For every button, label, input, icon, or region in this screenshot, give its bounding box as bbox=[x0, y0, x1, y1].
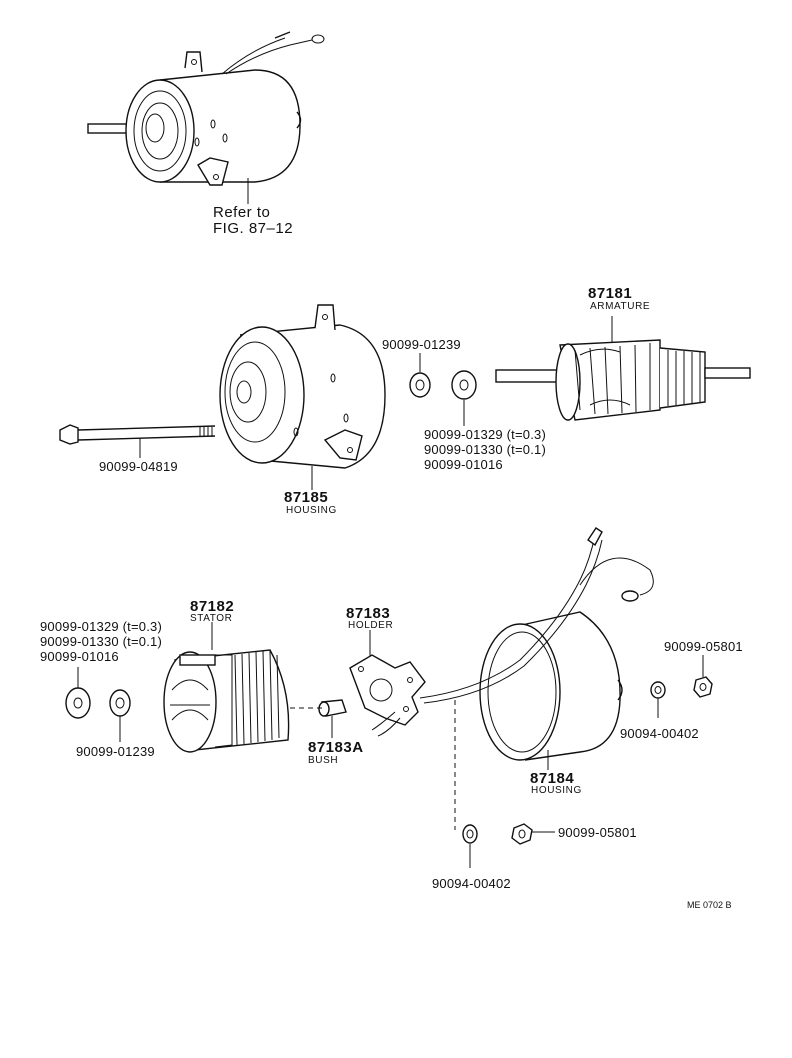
washer-left-a-line-1: 90099-01329 (t=0.3) bbox=[40, 619, 162, 634]
washers-top-drawing bbox=[409, 353, 477, 426]
washer-top-b-line-1: 90099-01329 (t=0.3) bbox=[424, 427, 546, 442]
stator-name: STATOR bbox=[190, 613, 233, 624]
holder-name: HOLDER bbox=[348, 620, 394, 631]
bush-drawing bbox=[318, 699, 347, 738]
bolt-number: 90099-04819 bbox=[99, 459, 178, 474]
nut-right-number: 90099-05801 bbox=[664, 639, 743, 654]
armature-name: ARMATURE bbox=[590, 301, 651, 312]
stator-drawing bbox=[163, 622, 290, 753]
housing-87184-drawing bbox=[419, 527, 654, 770]
bush-number: 87183A bbox=[308, 739, 364, 756]
motor-assembly-drawing bbox=[87, 31, 325, 204]
lockwasher-bottom-number: 90094-00402 bbox=[432, 876, 511, 891]
stator-number: 87182 bbox=[190, 598, 235, 615]
right-fasteners-drawing bbox=[650, 655, 713, 718]
housing-87185-drawing bbox=[219, 304, 386, 490]
housing-bottom-number: 87184 bbox=[530, 770, 575, 787]
diagram-code: ME 0702 B bbox=[687, 900, 732, 910]
housing-top-number: 87185 bbox=[284, 489, 329, 506]
holder-number: 87183 bbox=[346, 605, 391, 622]
lockwasher-right-number: 90094-00402 bbox=[620, 726, 699, 741]
washer-left-b-number: 90099-01239 bbox=[76, 744, 155, 759]
washer-left-a-line-3: 90099-01016 bbox=[40, 649, 119, 664]
refer-line-1: Refer to bbox=[213, 204, 271, 221]
washer-top-b-line-2: 90099-01330 (t=0.1) bbox=[424, 442, 546, 457]
refer-line-2: FIG. 87–12 bbox=[213, 220, 294, 237]
housing-top-name: HOUSING bbox=[286, 505, 337, 516]
housing-bottom-name: HOUSING bbox=[531, 785, 582, 796]
washers-left-drawing bbox=[65, 667, 131, 742]
bottom-fasteners-drawing bbox=[290, 700, 555, 868]
bush-name: BUSH bbox=[308, 755, 339, 766]
bolt-drawing bbox=[59, 424, 216, 458]
washer-top-b-line-3: 90099-01016 bbox=[424, 457, 503, 472]
nut-bottom-number: 90099-05801 bbox=[558, 825, 637, 840]
armature-number: 87181 bbox=[588, 285, 633, 302]
washer-top-a-number: 90099-01239 bbox=[382, 337, 461, 352]
washer-left-a-line-2: 90099-01330 (t=0.1) bbox=[40, 634, 162, 649]
armature-drawing bbox=[495, 316, 751, 421]
holder-drawing bbox=[349, 630, 426, 737]
